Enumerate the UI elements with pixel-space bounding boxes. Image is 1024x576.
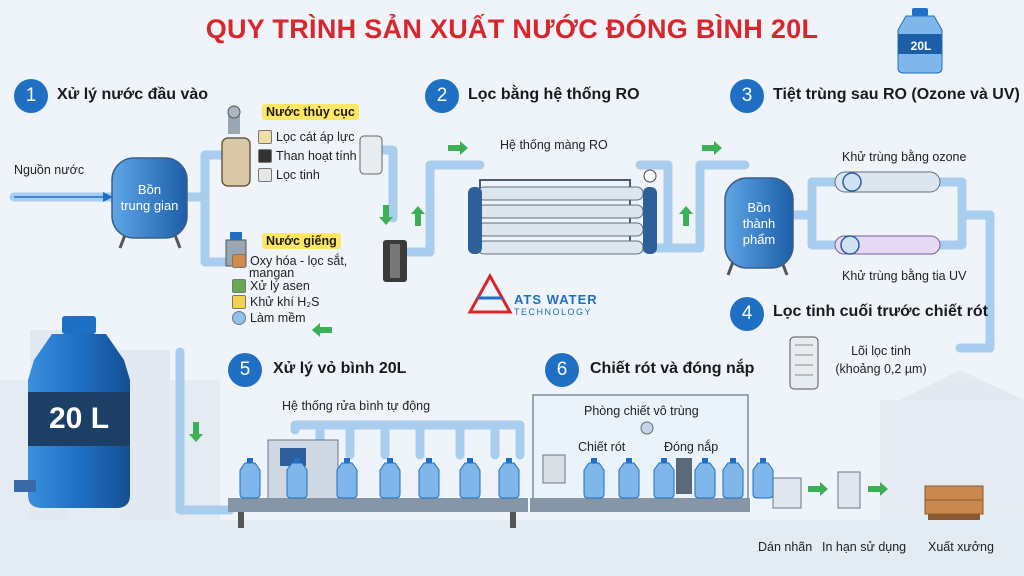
ats-logo [467,272,513,314]
step-6-number: 6 [545,353,579,387]
bottle-3 [336,458,358,499]
big-bottle-20l [14,316,130,508]
carbon-chip-icon [258,149,272,163]
flow-arrow-4 [679,206,693,226]
arsenic-chip-icon [232,279,246,293]
buffer-tank-label-1: Bồn [137,182,162,197]
oxidation-chip-icon [232,254,246,268]
step-3-number: 3 [730,79,764,113]
uv-label: Khử trùng bằng tia UV [842,269,967,283]
flow-arrow-7 [808,482,828,496]
step-5-label: Xử lý vỏ bình 20L [273,360,407,377]
fine-chip-icon [258,168,272,182]
ozone-label: Khử trùng bằng ozone [842,150,967,164]
bottle-7 [498,458,520,499]
labeler [772,477,802,509]
flow-arrow-1 [448,141,468,155]
step-2-number: 2 [425,79,459,113]
small-bottle-label: 20L [910,39,932,53]
fine-filter-label-2: (khoảng 0,2 µm) [835,362,927,376]
bottle-4 [379,458,401,499]
bottles [239,458,774,499]
filling-label: Chiết rót [578,440,626,454]
bottle-11 [694,458,716,499]
city-item-3: Lọc tinh [258,168,320,182]
city-water-filter [221,105,251,187]
flow-arrow-2 [702,141,722,155]
bottle-washer [228,439,528,528]
city-water-title: Nước thủy cục [262,104,359,120]
bottle-12 [722,458,744,499]
city-item-1: Lọc cát áp lực [258,130,355,144]
brand-tagline: TECHNOLOGY [514,307,593,317]
date-printer [837,471,861,509]
finished-tank-label-1: Bồn [747,200,771,215]
pallets [924,485,984,520]
step-3-label: Tiệt trùng sau RO (Ozone và UV) [773,86,1020,103]
date-print-label: In hạn sử dụng [822,540,907,554]
well-item-4: Làm mềm [232,311,306,325]
bottle-6 [459,458,481,499]
step-1-number: 1 [14,79,48,113]
bottle-9 [618,458,640,499]
h2s-chip-icon [232,295,246,309]
bottle-8 [583,458,605,499]
ozone-unit [834,171,941,193]
flow-arrow-3 [411,206,425,226]
step-1-label: Xử lý nước đầu vào [57,86,209,103]
bottle-13 [752,458,774,499]
fine-filter-label-1: Lõi lọc tinh [851,344,911,358]
buffer-tank [111,157,188,249]
flow-arrow-5 [312,323,332,337]
washer-label: Hệ thống rửa bình tự động [282,399,431,413]
fine-filter-cartridge [789,336,819,390]
labeling-label: Dán nhãn [758,540,813,554]
well-item-3: Khử khí H₂S [232,295,320,309]
bottle-2 [286,458,308,499]
finished-tank [724,177,794,276]
flow-arrow-6 [189,422,203,442]
well-item-2: Xử lý asen [232,279,310,293]
well-item-1: Oxy hóa - lọc sắt, [232,254,347,268]
brand-name: ATS WATER [514,292,598,307]
finished-tank-label-2: thành [742,216,776,231]
step-2-label: Lọc bằng hệ thống RO [468,86,640,103]
step-4-number: 4 [730,297,764,331]
sand-chip-icon [258,130,272,144]
bottle-1 [239,458,261,499]
flow-arrow-8 [868,482,888,496]
dispatch-label: Xuất xưởng [928,540,994,554]
flow-arrow-9 [379,205,393,225]
step-5-number: 5 [228,353,262,387]
sterile-room-label: Phòng chiết vô trùng [584,404,699,418]
ro-membranes [468,169,657,255]
city-item-2: Than hoạt tính [258,149,357,163]
buffer-tank-label-2: trung gian [120,198,179,213]
big-bottle-label: 20 L [48,402,110,435]
bottle-10 [653,458,675,499]
capping-label: Đóng nắp [664,440,719,454]
small-bottle-20l [897,8,943,74]
uv-unit [834,235,941,255]
step-6-label: Chiết rót và đóng nắp [590,360,755,377]
floor [0,520,1024,576]
well-water-title: Nước giếng [262,233,341,249]
cartridge-filter [359,135,407,282]
water-source-label: Nguồn nước [14,163,85,177]
finished-tank-label-3: phẩm [742,232,776,247]
bottle-5 [418,458,440,499]
page-title: QUY TRÌNH SẢN XUẤT NƯỚC ĐÓNG BÌNH 20L [205,14,819,44]
ro-membrane-label: Hệ thống màng RO [500,138,608,152]
step-4-label: Lọc tinh cuối trước chiết rót [773,303,988,320]
flow-arrows [189,141,888,496]
well-item-1b: mangan [249,266,295,280]
softening-chip-icon [232,311,246,325]
